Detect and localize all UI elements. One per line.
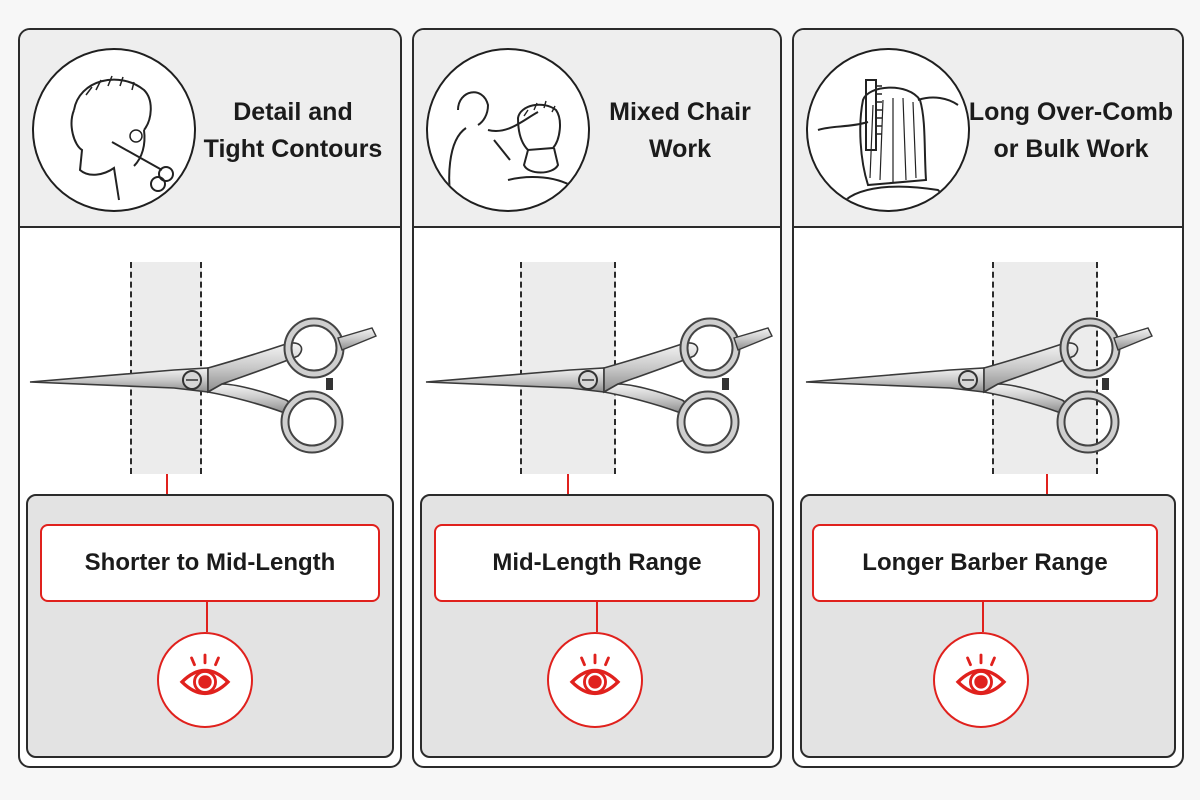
panel-long: Long Over-Comb or Bulk Work Longer Barbe… [792, 28, 1184, 768]
eye-icon [547, 632, 643, 728]
panel-mixed: Mixed Chair Work Mid-Length Range [412, 28, 782, 768]
barber-profile-cut-icon [32, 48, 196, 212]
panel-header: Mixed Chair Work [414, 30, 780, 228]
panel-title: Detail and Tight Contours [203, 98, 383, 163]
range-label: Longer Barber Range [812, 524, 1158, 602]
comb-over-cut-icon [806, 48, 970, 212]
connector-line [206, 602, 208, 632]
connector-line [982, 602, 984, 632]
connector-line [596, 602, 598, 632]
eye-icon [157, 632, 253, 728]
barber-chair-cut-icon [426, 48, 590, 212]
panel-detail: Detail and Tight Contours Shorter to Mid… [18, 28, 402, 768]
scissors-icon [24, 300, 402, 460]
panel-header: Long Over-Comb or Bulk Work [794, 30, 1182, 228]
panel-header: Detail and Tight Contours [20, 30, 400, 228]
range-label: Mid-Length Range [434, 524, 760, 602]
eye-icon [933, 632, 1029, 728]
panel-title: Long Over-Comb or Bulk Work [968, 98, 1174, 163]
scissors-icon [420, 300, 782, 460]
range-label: Shorter to Mid-Length [40, 524, 380, 602]
panel-title: Mixed Chair Work [609, 98, 751, 163]
scissors-icon [800, 300, 1180, 460]
